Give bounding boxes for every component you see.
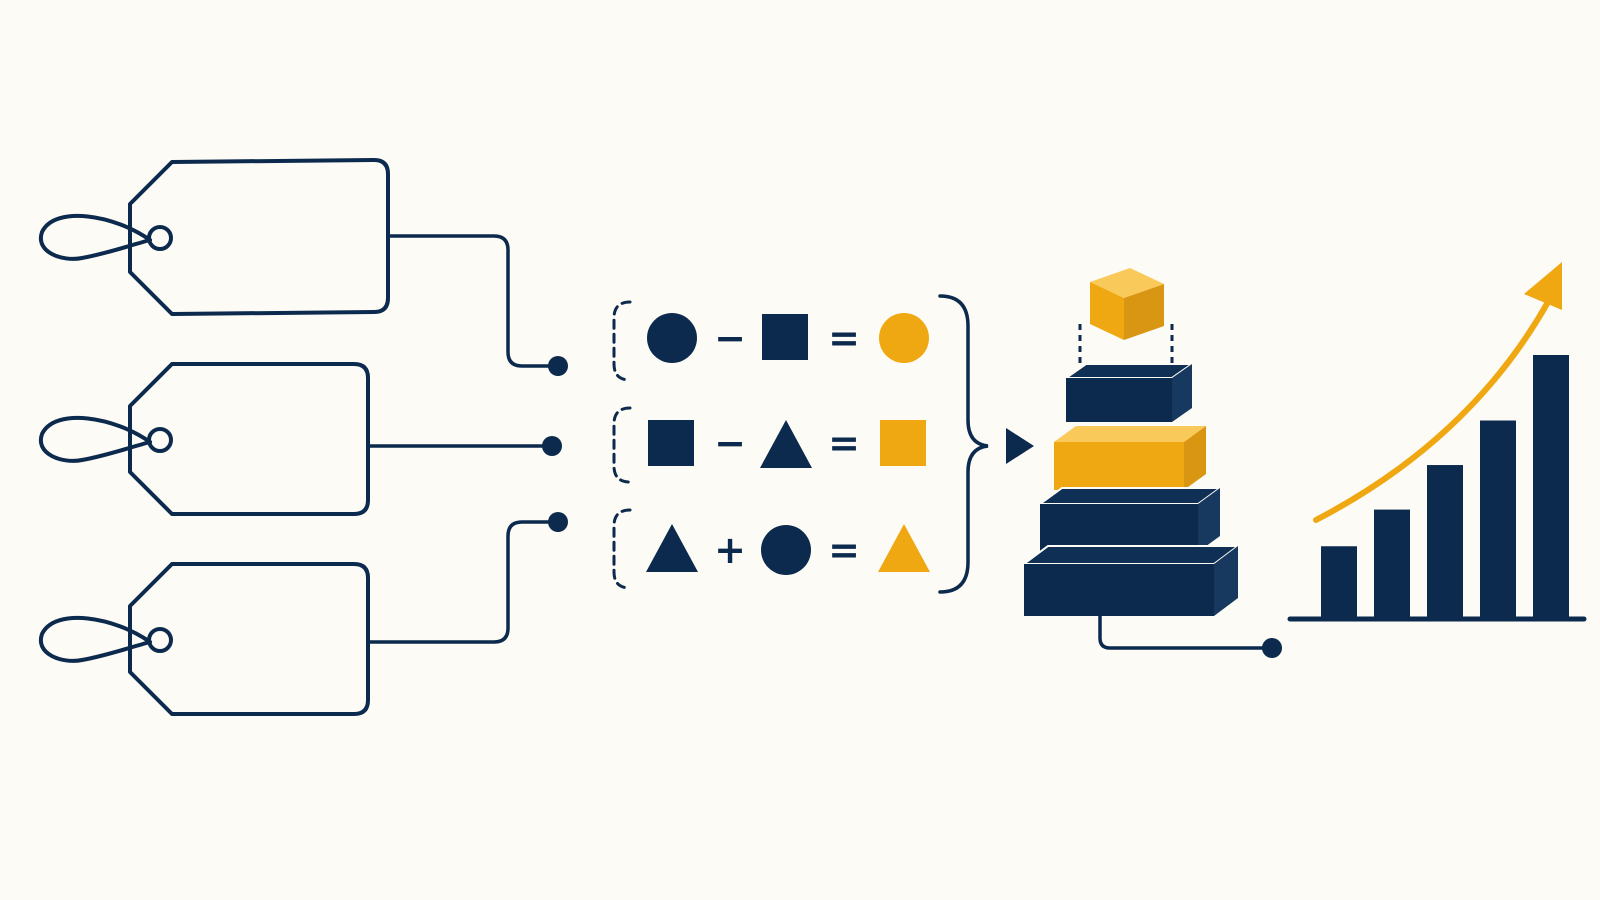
price-tag-2 (38, 362, 370, 516)
equals-symbol: = (828, 316, 860, 360)
operator-symbol: − (714, 316, 746, 360)
circle-shape-icon (647, 313, 697, 363)
equals-symbol: = (828, 528, 860, 572)
triangle-result-icon (878, 524, 930, 572)
equation-row-1: − = (647, 313, 929, 363)
circle-result-icon (879, 313, 929, 363)
growth-bar-3 (1427, 465, 1463, 617)
block-layer-1 (1062, 363, 1196, 422)
tag-eyelet (147, 427, 173, 453)
stack-output-connector (1098, 614, 1272, 650)
equation-row-2: − = (648, 420, 926, 468)
triangle-shape-icon (646, 524, 698, 572)
tag-eyelet (147, 225, 173, 251)
equation-row-3: + = (646, 524, 930, 575)
block-layer-2 (1054, 426, 1206, 490)
operator-symbol: − (714, 421, 746, 465)
trend-arrow-line (1313, 299, 1551, 523)
tag-string-loop (38, 615, 152, 663)
play-arrow-icon (1006, 428, 1034, 464)
stack-output-dot (1262, 638, 1282, 658)
trend-arrow-head-icon (1524, 262, 1562, 310)
circle-shape-icon (761, 525, 811, 575)
stacked-blocks-icon (1021, 268, 1241, 616)
square-shape-icon (648, 420, 694, 466)
block-layer-4 (1021, 545, 1241, 616)
block-layer-3 (1036, 487, 1224, 552)
operator-symbol: + (714, 528, 746, 572)
bar-growth-chart-icon (1287, 262, 1587, 622)
price-tag-icon (128, 362, 370, 516)
tag-string-loop (38, 213, 152, 261)
connector-line-1 (388, 234, 558, 368)
price-tag-1 (38, 158, 390, 316)
dashed-bracket-2 (612, 406, 632, 484)
closing-brace (938, 294, 989, 594)
square-result-icon (880, 420, 926, 466)
growth-bar-1 (1321, 546, 1357, 617)
dashed-bracket-1 (612, 300, 632, 382)
growth-bar-4 (1480, 420, 1516, 617)
triangle-shape-icon (760, 420, 812, 468)
connector-dot-1 (548, 356, 568, 376)
connector-line-3 (368, 520, 558, 644)
tag-eyelet (147, 627, 173, 653)
equals-symbol: = (828, 421, 860, 465)
top-cube (1090, 268, 1164, 340)
price-tag-icon (128, 562, 370, 716)
connector-dot-2 (542, 436, 562, 456)
price-tag-icon (128, 158, 390, 316)
growth-bar-2 (1374, 509, 1410, 617)
tag-string-loop (38, 415, 152, 463)
dashed-bracket-3 (612, 508, 632, 590)
square-shape-icon (762, 314, 808, 360)
growth-bar-5 (1533, 355, 1569, 617)
price-tag-3 (38, 562, 370, 716)
connector-dot-3 (548, 512, 568, 532)
